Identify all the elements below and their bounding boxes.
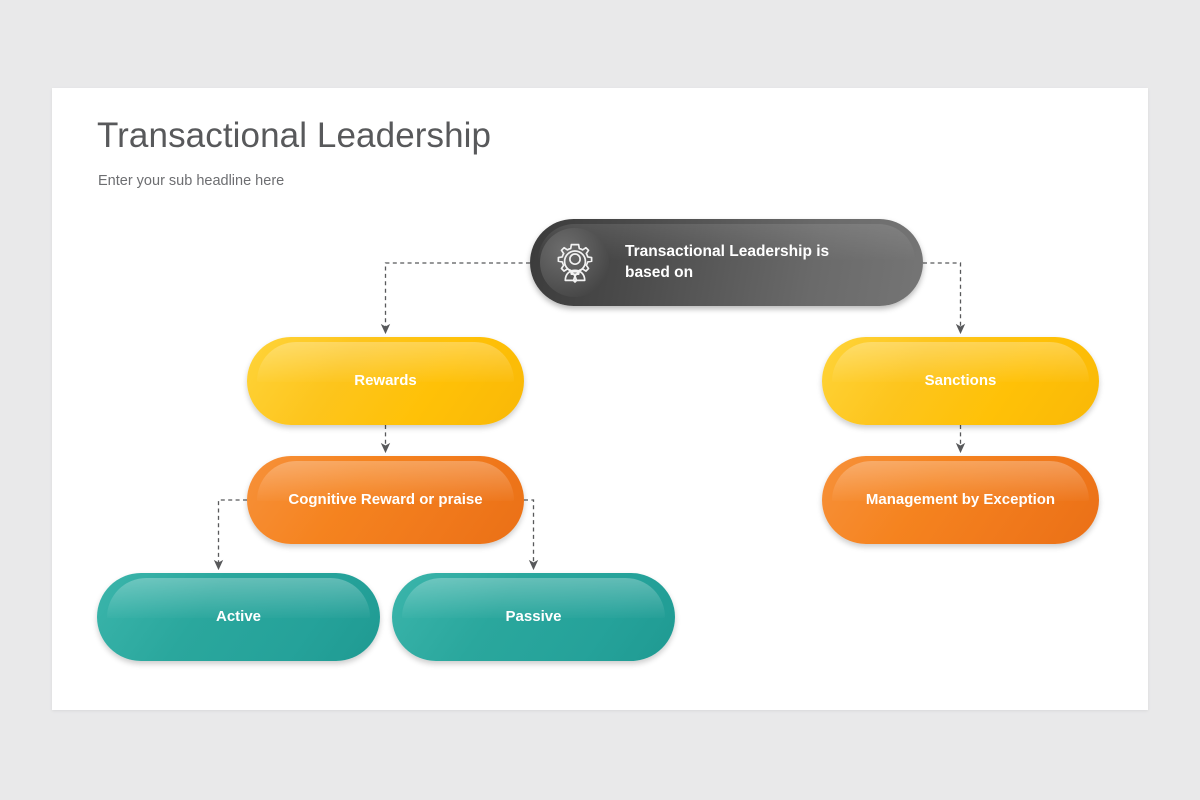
flowchart-diagram: Transactional Leadership is based on Rew… (52, 88, 1148, 710)
node-cognitive-label: Cognitive Reward or praise (288, 490, 483, 508)
node-passive-label: Passive (505, 607, 562, 625)
page-title: Transactional Leadership (97, 116, 492, 155)
node-transactional-leadership-root[interactable]: Transactional Leadership is based on (530, 219, 923, 306)
gear-person-icon (540, 228, 609, 297)
node-active[interactable]: Active (97, 573, 380, 661)
node-active-label: Active (215, 607, 262, 625)
node-sanctions-label: Sanctions (924, 371, 997, 389)
node-passive[interactable]: Passive (392, 573, 675, 661)
node-root-label: Transactional Leadership is based on (625, 242, 830, 281)
page-subtitle: Enter your sub headline here (98, 173, 285, 189)
slide-card: Transactional Leadership Enter your sub … (52, 88, 1148, 710)
node-rewards[interactable]: Rewards (247, 337, 524, 425)
node-management-by-exception[interactable]: Management by Exception (822, 456, 1099, 544)
node-management-label: Management by Exception (865, 490, 1056, 508)
node-sanctions[interactable]: Sanctions (822, 337, 1099, 425)
node-cognitive-reward-or-praise[interactable]: Cognitive Reward or praise (247, 456, 524, 544)
node-rewards-label: Rewards (354, 371, 417, 389)
